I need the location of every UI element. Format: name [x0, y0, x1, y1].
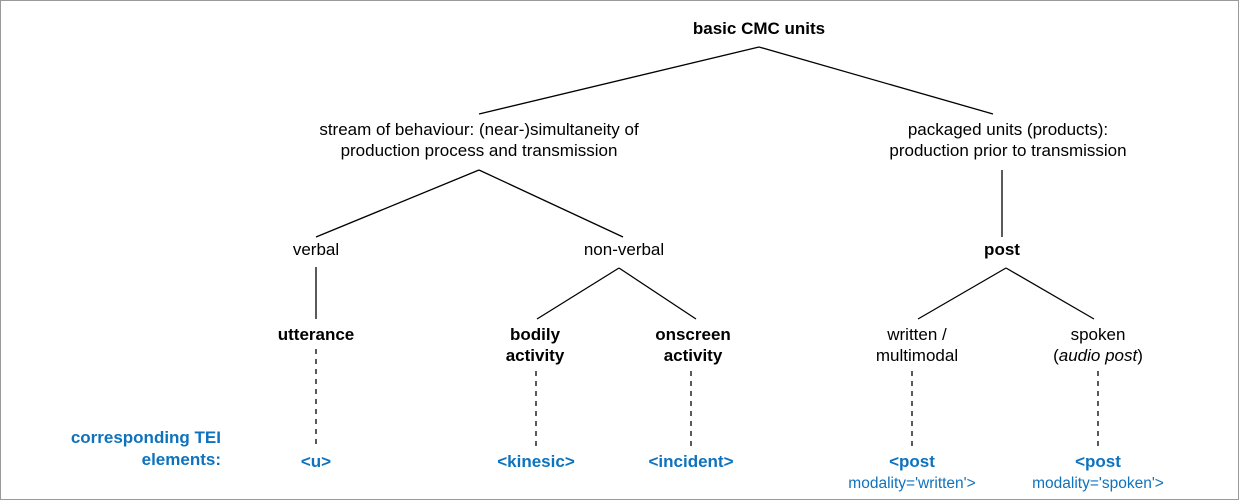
node-post: post	[984, 240, 1020, 259]
node-audio-post-italic: audio post	[1058, 346, 1138, 366]
edge-nonverbal-to-onscreen	[618, 267, 697, 320]
edge-stream-to-nonverbal	[478, 169, 624, 238]
edge-nonverbal-to-bodily	[536, 267, 620, 320]
tei-element-kinesic: <kinesic>	[497, 452, 575, 471]
node-spoken-paren-close: )	[1137, 346, 1143, 366]
edge-root-to-stream	[478, 46, 760, 115]
node-utterance: utterance	[277, 325, 355, 344]
tei-post-spoken-attribute: modality='spoken'>	[1032, 475, 1164, 493]
node-packaged-units: packaged units (products): production pr…	[889, 120, 1127, 161]
node-basic-cmc-units: basic CMC units	[692, 19, 826, 38]
tei-element-post-spoken: <post modality='spoken'>	[983, 451, 1213, 494]
node-verbal: verbal	[292, 240, 340, 259]
legend-corresponding-tei-elements: corresponding TEI elements:	[70, 428, 221, 470]
tei-post-written-tag: <post	[889, 452, 935, 471]
edge-root-to-packaged	[758, 46, 994, 115]
edge-post-to-written	[917, 267, 1007, 320]
tei-element-post-written: <post modality='written'>	[802, 451, 1022, 494]
node-stream-of-behaviour: stream of behaviour: (near-)simultaneity…	[319, 120, 639, 161]
edge-post-to-spoken	[1005, 267, 1095, 320]
node-written-multimodal: written / multimodal	[875, 325, 959, 366]
node-spoken-label: spoken	[1070, 325, 1126, 344]
node-spoken-audio-post: spoken (audio post)	[1053, 324, 1143, 367]
node-bodily-activity: bodily activity	[505, 325, 565, 366]
tei-element-incident: <incident>	[648, 452, 734, 471]
tei-post-spoken-tag: <post	[1075, 452, 1121, 471]
tei-element-u: <u>	[300, 452, 332, 471]
tei-post-written-attribute: modality='written'>	[848, 475, 976, 493]
node-spoken-paren-open: (	[1053, 346, 1059, 366]
edge-stream-to-verbal	[315, 169, 480, 238]
node-onscreen-activity: onscreen activity	[655, 325, 731, 366]
node-non-verbal: non-verbal	[583, 240, 665, 259]
